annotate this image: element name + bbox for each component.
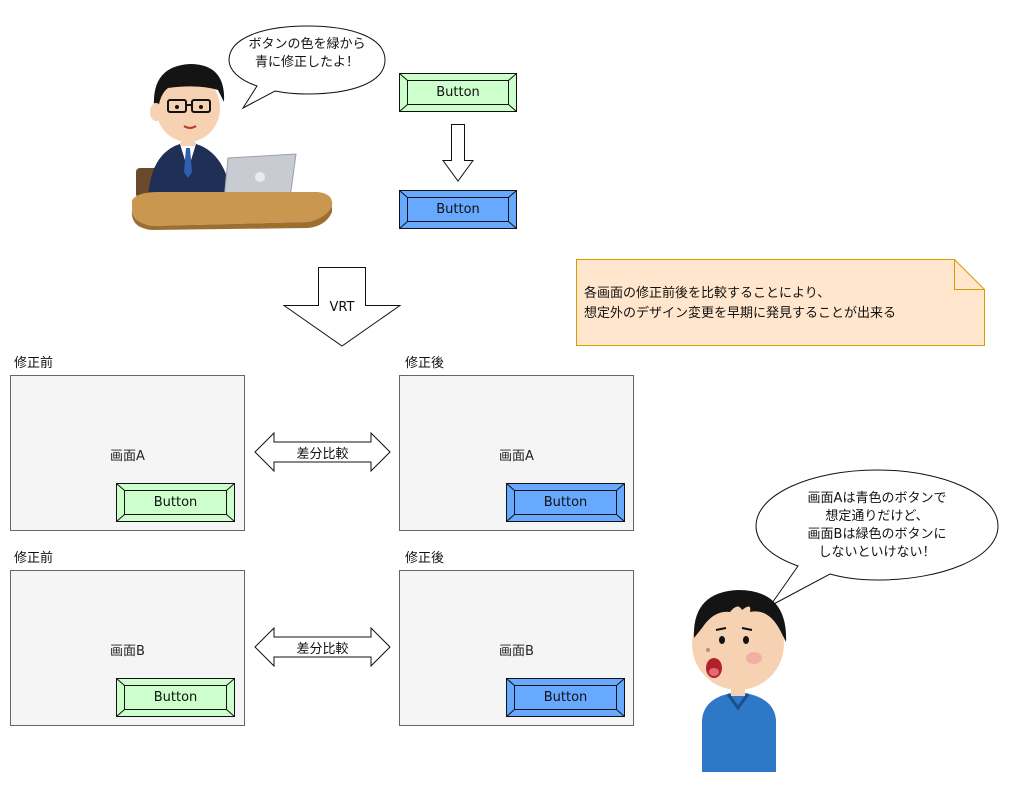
screen-a-after-button-label: Button (543, 495, 588, 510)
reviewer-speech-bubble: 画面Aは青色のボタンで 想定通りだけど、 画面Bは緑色のボタンに しないといけな… (752, 468, 1002, 608)
note-line-1: 各画面の修正前後を比較することにより、 (584, 286, 831, 301)
reviewer-bubble-line-2: 想定通りだけど、 (825, 509, 929, 524)
compare-arrow-b: 差分比較 (254, 626, 391, 668)
row-a-before-label: 修正前 (14, 356, 54, 371)
reviewer-bubble-line-4: しないといけない！ (818, 545, 936, 560)
button-after-change-label: Button (436, 202, 480, 217)
vrt-arrow: VRT (282, 267, 402, 347)
button-before-change-label: Button (436, 85, 480, 100)
note-line-2: 想定外のデザイン変更を早期に発見することが出来る (584, 306, 897, 321)
compare-label-b: 差分比較 (296, 642, 349, 657)
developer-speech-bubble: ボタンの色を緑から 青に修正したよ！ (225, 20, 390, 110)
down-arrow-icon (442, 124, 474, 182)
note-card: 各画面の修正前後を比較することにより、 想定外のデザイン変更を早期に発見すること… (576, 259, 985, 346)
screen-b-before-button-label: Button (153, 690, 198, 705)
vrt-label: VRT (329, 300, 355, 315)
button-after-change[interactable]: Button (399, 190, 517, 229)
screen-b-after-title: 画面B (499, 644, 534, 659)
screen-b-before-title: 画面B (110, 644, 145, 659)
screen-b-after-button-label: Button (543, 690, 588, 705)
screen-a-after-button[interactable]: Button (506, 483, 625, 522)
compare-arrow-a: 差分比較 (254, 431, 391, 473)
screen-b-after-button[interactable]: Button (506, 678, 625, 717)
screen-a-after-title: 画面A (499, 449, 534, 464)
row-a-after-label: 修正後 (405, 356, 445, 371)
compare-label-a: 差分比較 (296, 447, 349, 462)
button-before-change[interactable]: Button (399, 73, 517, 112)
screen-a-before-title: 画面A (110, 449, 145, 464)
reviewer-illustration (688, 582, 798, 772)
reviewer-bubble-line-3: 画面Bは緑色のボタンに (807, 527, 947, 542)
screen-a-before-button-label: Button (153, 495, 198, 510)
screen-b-before-button[interactable]: Button (116, 678, 235, 717)
developer-illustration (128, 50, 338, 230)
developer-bubble-line-2: 青に修正したよ！ (254, 55, 359, 70)
reviewer-bubble-line-1: 画面Aは青色のボタンで (807, 491, 947, 506)
row-b-before-label: 修正前 (14, 551, 54, 566)
row-b-after-label: 修正後 (405, 551, 445, 566)
developer-bubble-line-1: ボタンの色を緑から (248, 37, 366, 52)
screen-a-before-button[interactable]: Button (116, 483, 235, 522)
